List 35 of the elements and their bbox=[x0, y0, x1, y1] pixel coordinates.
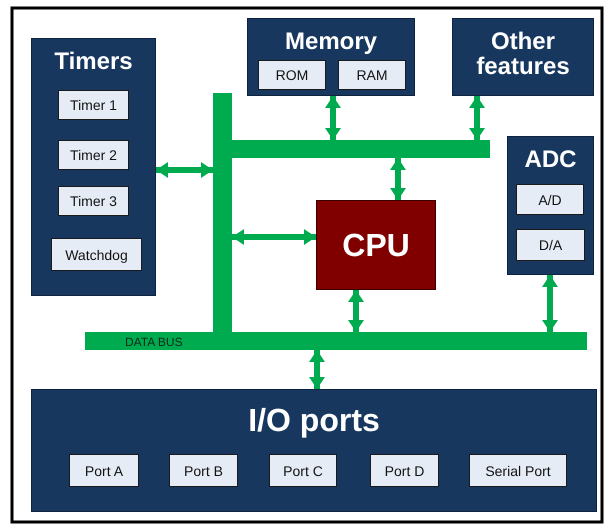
component-box: D/A bbox=[516, 229, 585, 261]
panel-heading: ADC bbox=[524, 147, 578, 172]
component-box: Serial Port bbox=[469, 454, 567, 487]
bus-bar bbox=[232, 140, 490, 158]
component-box: RAM bbox=[338, 60, 406, 90]
bus-bar bbox=[213, 93, 232, 332]
component-box: Port B bbox=[169, 454, 238, 487]
bus-arrow bbox=[469, 96, 485, 140]
component-box: Timer 3 bbox=[58, 186, 129, 216]
component-box: Watchdog bbox=[51, 238, 142, 271]
component-box: Port A bbox=[69, 454, 139, 487]
bus-arrow bbox=[325, 96, 341, 140]
data-bus: DATA BUS bbox=[85, 332, 587, 350]
panel-heading: Timers bbox=[53, 49, 134, 74]
bus-arrow bbox=[232, 229, 316, 245]
bus-arrow bbox=[390, 158, 406, 200]
panel-heading: Memory bbox=[284, 29, 378, 54]
bus-arrow bbox=[348, 290, 364, 332]
bus-arrow bbox=[542, 275, 558, 332]
bus-arrow bbox=[309, 350, 325, 389]
component-box: Port C bbox=[269, 454, 337, 487]
component-box: Timer 2 bbox=[58, 140, 129, 170]
component-box: Timer 1 bbox=[58, 90, 129, 120]
component-box: Port D bbox=[370, 454, 439, 487]
component-box: A/D bbox=[516, 184, 584, 215]
timers-panel bbox=[31, 38, 156, 296]
features-panel bbox=[452, 18, 594, 96]
component-box: ROM bbox=[258, 60, 326, 90]
memory-panel bbox=[247, 18, 415, 96]
panel-heading: Other features bbox=[475, 29, 571, 80]
io-ports-panel bbox=[31, 389, 597, 512]
adc-panel bbox=[507, 136, 594, 275]
panel-heading: I/O ports bbox=[247, 404, 381, 438]
bus-arrow bbox=[156, 162, 213, 178]
cpu-box: CPU bbox=[316, 200, 436, 290]
